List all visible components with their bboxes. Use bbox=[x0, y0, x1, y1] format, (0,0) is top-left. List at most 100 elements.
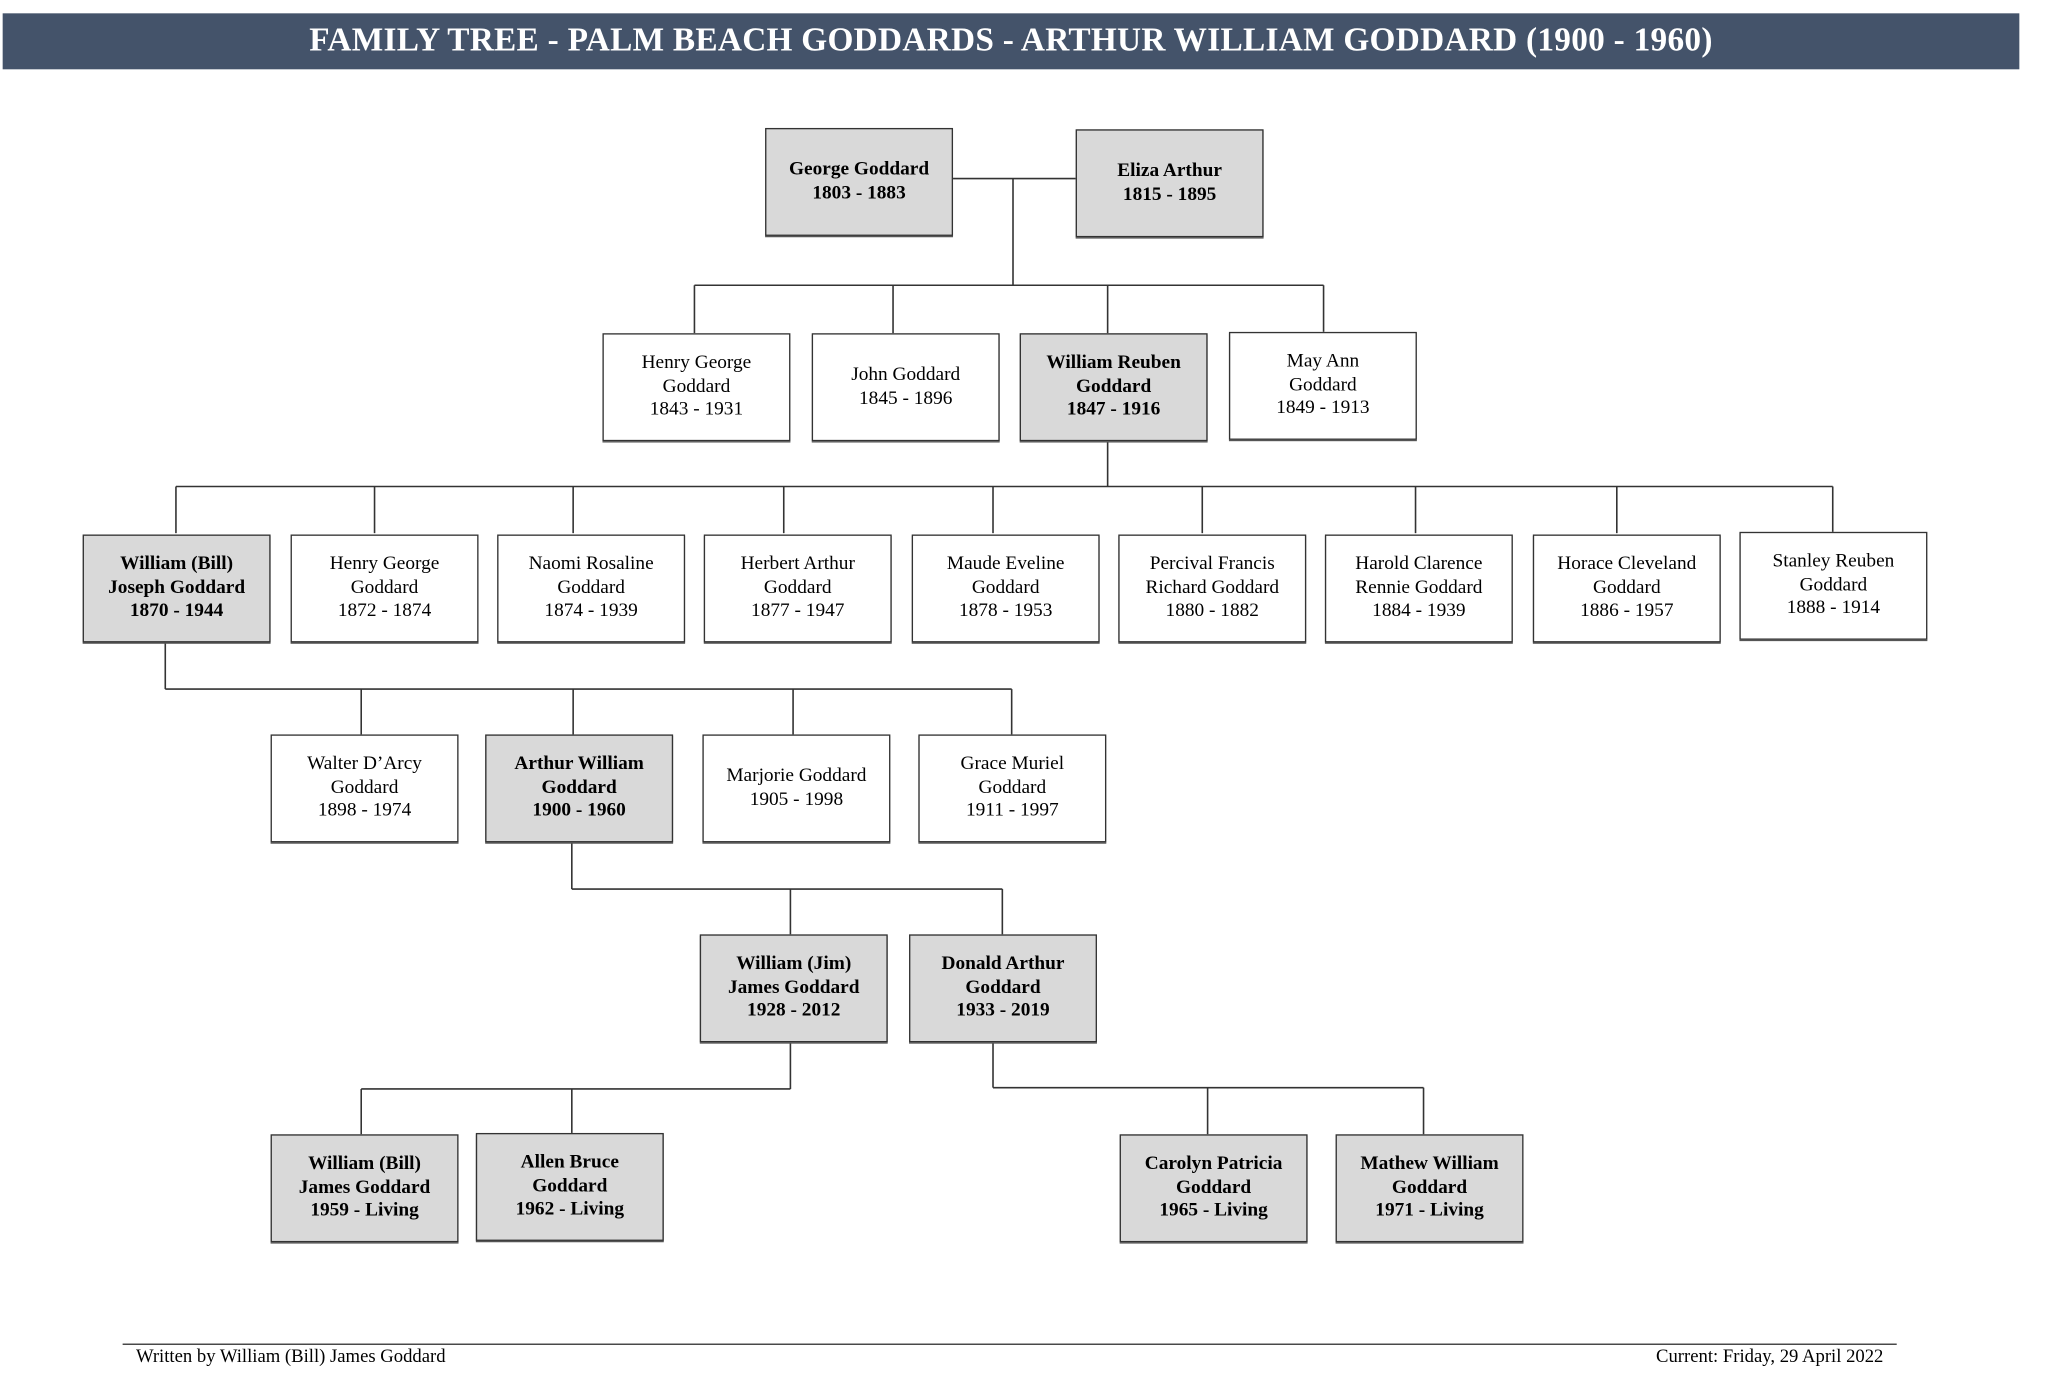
person-name: William (Bill) bbox=[308, 1153, 422, 1175]
person-name: Goddard bbox=[1391, 1176, 1468, 1198]
person-dates: 1900 - 1960 bbox=[532, 800, 626, 822]
person-dates: 1849 - 1913 bbox=[1276, 397, 1370, 419]
person-dates: 1911 - 1997 bbox=[965, 800, 1059, 822]
person-dates: 1888 - 1914 bbox=[1786, 597, 1881, 619]
person-dates: 1971 - Living bbox=[1375, 1199, 1484, 1222]
person-name: Rennie Goddard bbox=[1355, 576, 1483, 599]
person-name: Walter D’Arcy bbox=[307, 753, 422, 775]
person-name: Goddard bbox=[1592, 576, 1661, 599]
person-dates: 1877 - 1947 bbox=[751, 600, 845, 622]
footer-divider bbox=[122, 1343, 1897, 1345]
person-dates: 1872 - 1874 bbox=[337, 600, 432, 622]
person-dates: 1959 - Living bbox=[310, 1199, 419, 1222]
person-dates: 1803 - 1883 bbox=[812, 181, 906, 204]
person-name: Horace Cleveland bbox=[1557, 553, 1697, 575]
person-dates: 1933 - 2019 bbox=[956, 1000, 1050, 1022]
person-dates: 1962 - Living bbox=[515, 1198, 625, 1220]
person-dates: 1870 - 1944 bbox=[129, 600, 224, 622]
person-name: Naomi Rosaline bbox=[528, 553, 654, 575]
person-name: Stanley Reuben bbox=[1772, 550, 1895, 573]
person-name: Goddard bbox=[350, 576, 419, 599]
person-dates: 1898 - 1974 bbox=[317, 800, 412, 822]
person-name: John Goddard bbox=[851, 363, 961, 386]
person-name: Goddard bbox=[532, 1175, 608, 1197]
person-name: Herbert Arthur bbox=[740, 553, 855, 575]
footer-author: Written by William (Bill) James Goddard bbox=[135, 1347, 446, 1368]
person-dates: 1886 - 1957 bbox=[1580, 600, 1674, 622]
person-name: Mathew William bbox=[1360, 1153, 1499, 1175]
person-name: William (Bill) bbox=[120, 553, 234, 575]
person-name: James Goddard bbox=[727, 976, 860, 999]
person-name: Marjorie Goddard bbox=[726, 765, 867, 787]
person-name: Percival Francis bbox=[1149, 553, 1275, 575]
person-name: Henry George bbox=[329, 553, 440, 575]
person-dates: 1884 - 1939 bbox=[1372, 600, 1466, 622]
person-name: George Goddard bbox=[788, 158, 930, 180]
person-name: Goddard bbox=[965, 976, 1041, 999]
person-name: Goddard bbox=[1076, 375, 1152, 397]
person-name: William Reuben bbox=[1046, 352, 1181, 374]
person-name: Arthur William bbox=[514, 753, 644, 775]
person-dates: 1965 - Living bbox=[1159, 1199, 1268, 1222]
person-dates: 1847 - 1916 bbox=[1066, 398, 1161, 421]
person-dates: 1843 - 1931 bbox=[649, 398, 744, 421]
person-name: Harold Clarence bbox=[1355, 553, 1483, 575]
footer-date: Current: Friday, 29 April 2022 bbox=[1656, 1347, 1884, 1368]
person-name: Goddard bbox=[971, 576, 1040, 599]
person-name: James Goddard bbox=[298, 1176, 431, 1198]
person-name: Goddard bbox=[1289, 374, 1357, 396]
person-name: May Ann bbox=[1286, 350, 1360, 373]
person-name: Goddard bbox=[557, 576, 625, 599]
person-name: Eliza Arthur bbox=[1117, 159, 1222, 182]
person-name: Allen Bruce bbox=[520, 1151, 619, 1174]
person-name: Carolyn Patricia bbox=[1144, 1153, 1283, 1175]
person-name: Donald Arthur bbox=[941, 953, 1065, 975]
person-name: Goddard bbox=[541, 776, 617, 799]
person-name: Goddard bbox=[330, 776, 399, 799]
person-name: Goddard bbox=[978, 776, 1047, 799]
person-name: Henry George bbox=[641, 352, 752, 374]
person-name: Goddard bbox=[1175, 1176, 1252, 1198]
person-dates: 1815 - 1895 bbox=[1122, 183, 1217, 205]
person-name: Goddard bbox=[1799, 574, 1868, 596]
person-dates: 1905 - 1998 bbox=[749, 788, 844, 810]
person-name: Richard Goddard bbox=[1145, 576, 1280, 599]
person-dates: 1874 - 1939 bbox=[544, 600, 638, 622]
person-name: Maude Eveline bbox=[946, 553, 1065, 575]
person-name: William (Jim) bbox=[736, 953, 852, 975]
person-dates: 1845 - 1896 bbox=[858, 387, 953, 409]
person-name: Goddard bbox=[662, 375, 731, 397]
person-name: Goddard bbox=[763, 576, 832, 599]
person-name: Grace Muriel bbox=[960, 753, 1065, 775]
person-dates: 1878 - 1953 bbox=[958, 600, 1053, 622]
person-dates: 1928 - 2012 bbox=[747, 1000, 841, 1022]
person-name: Joseph Goddard bbox=[108, 576, 246, 599]
page-title: FAMILY TREE - PALM BEACH GODDARDS - ARTH… bbox=[2, 13, 2020, 70]
